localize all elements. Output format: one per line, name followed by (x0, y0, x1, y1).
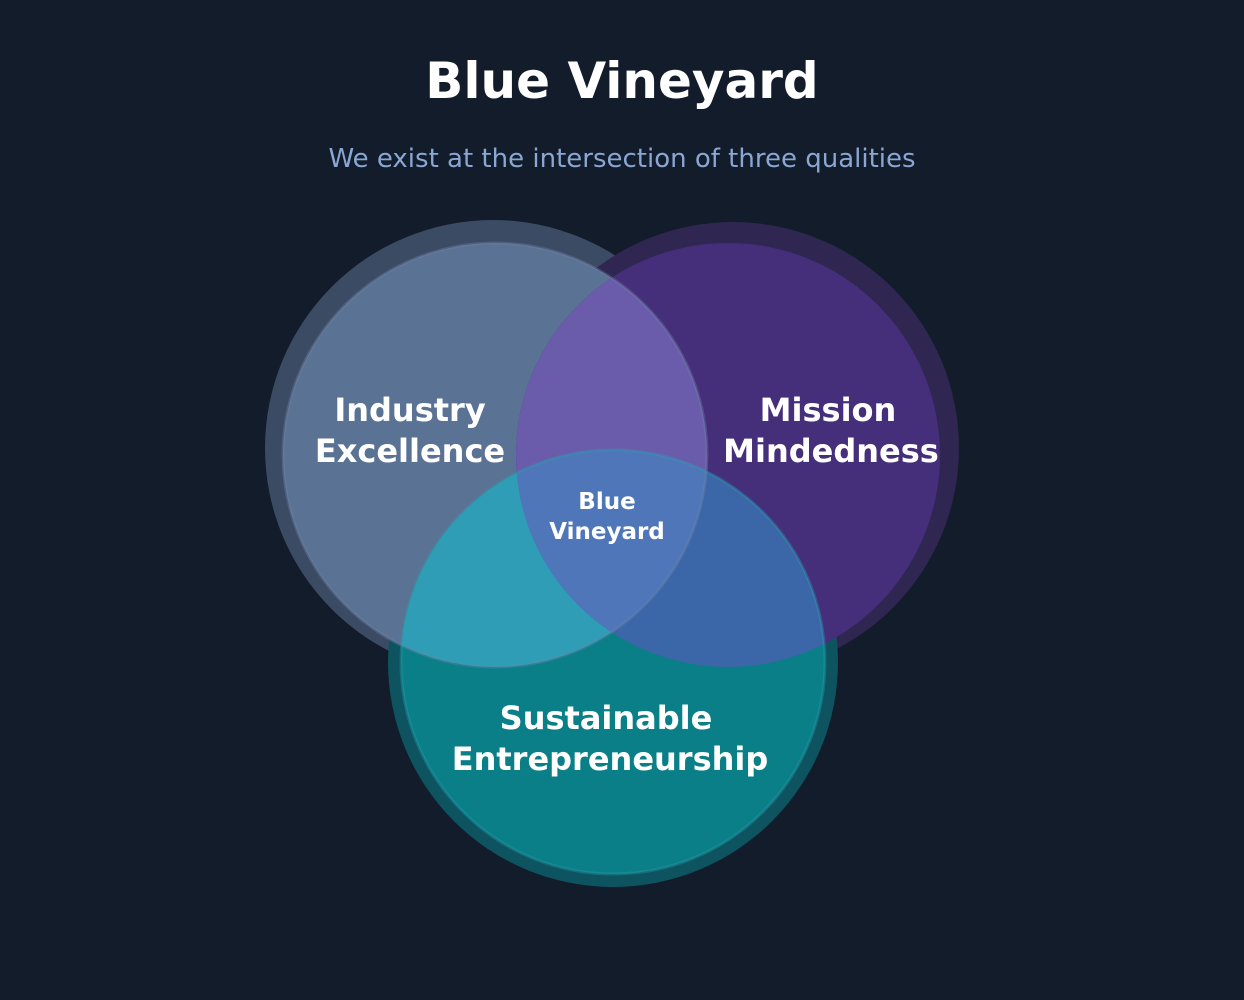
mission-label-line1: Mission (760, 391, 897, 429)
sustainable-circle-rim (399, 448, 827, 876)
center-label-line1: Blue (578, 489, 635, 515)
page-subtitle: We exist at the intersection of three qu… (328, 144, 916, 174)
sustainable-label-line2: Entrepreneurship (452, 740, 769, 778)
mission-label-line2: Mindedness (723, 432, 939, 470)
industry-label-line1: Industry (334, 391, 486, 429)
page-title: Blue Vineyard (425, 52, 819, 110)
industry-circle-rim (281, 241, 709, 669)
center-label-line2: Vineyard (549, 519, 665, 545)
industry-label-line2: Excellence (315, 432, 505, 470)
sustainable-label-line1: Sustainable (500, 699, 713, 737)
